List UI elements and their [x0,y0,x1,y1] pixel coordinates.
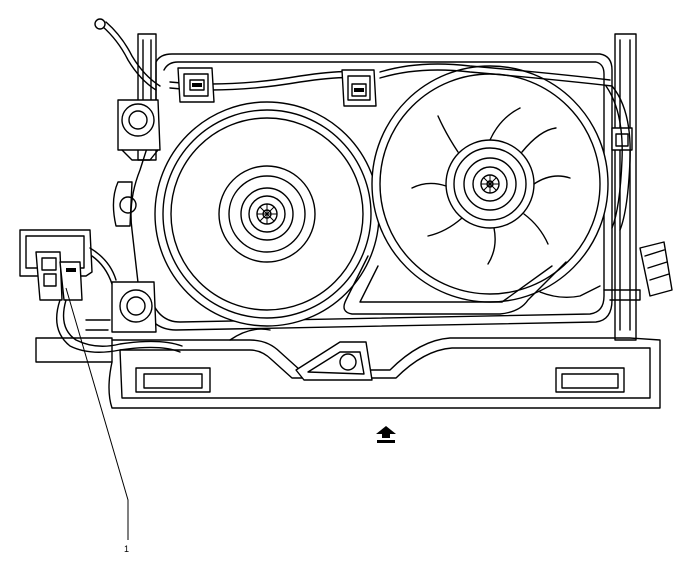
upper-mount-boss [117,99,161,161]
callout-number: 1 [124,544,129,554]
lower-support-crossmember [35,328,661,409]
fan-connector-left [177,67,215,103]
wiring-harness [94,18,631,231]
callout-1: 1 [65,287,129,554]
left-side-bracket [112,181,137,227]
fan-connector-right [341,69,377,107]
shroud-web [343,255,601,315]
right-fan [371,65,609,303]
lower-mount-boss [111,281,157,333]
fan-control-module [19,229,183,353]
front-direction-arrow-icon [376,426,396,443]
left-fan [154,101,380,327]
